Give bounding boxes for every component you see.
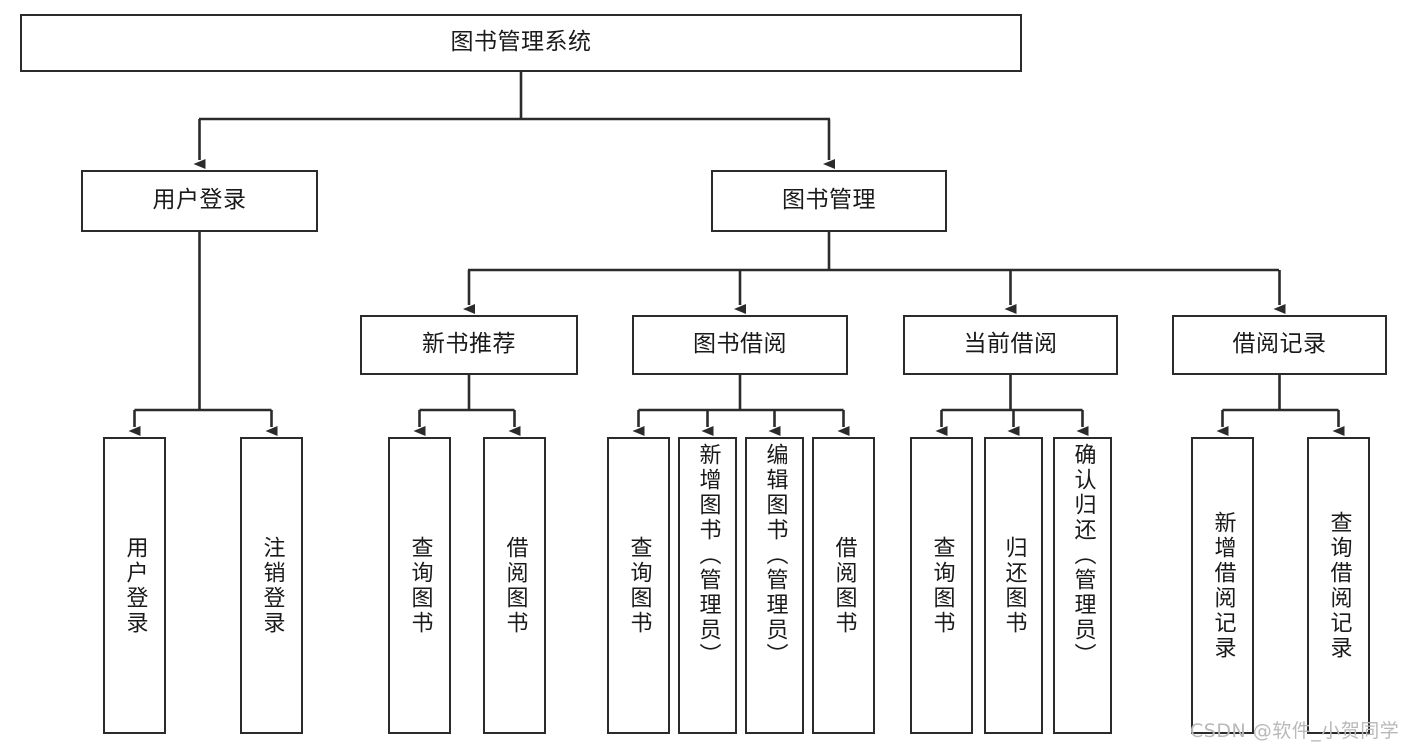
node-leaf-add-borrow-record: 新增借阅记录 <box>1191 437 1254 734</box>
node-label: 查询图书 <box>407 535 433 636</box>
node-leaf-borrow-book-new: 借阅图书 <box>483 437 546 734</box>
node-label: 查询图书 <box>626 535 652 636</box>
node-leaf-borrow-book: 借阅图书 <box>812 437 875 734</box>
node-root: 图书管理系统 <box>20 14 1022 72</box>
node-label: 用户登录 <box>152 187 247 214</box>
node-leaf-query-book-current: 查询图书 <box>910 437 973 734</box>
node-label: 借阅记录 <box>1232 331 1327 358</box>
node-label: 新增借阅记录 <box>1210 510 1236 661</box>
node-leaf-edit-book: 编辑图书（管理员） <box>745 437 804 734</box>
node-book-borrow: 图书借阅 <box>632 315 848 375</box>
node-label: 用户登录 <box>122 535 148 636</box>
node-label: 注销登录 <box>259 535 285 636</box>
node-label: 图书管理 <box>782 187 876 214</box>
node-label: 借阅图书 <box>831 535 857 636</box>
node-book-management: 图书管理 <box>711 170 947 232</box>
node-label: 编辑图书（管理员） <box>762 443 788 668</box>
node-new-book-recommend: 新书推荐 <box>360 315 578 375</box>
node-leaf-return-book: 归还图书 <box>984 437 1043 734</box>
node-label: 归还图书 <box>1001 535 1027 636</box>
node-label: 新书推荐 <box>422 331 516 358</box>
node-label: 确认归还（管理员） <box>1070 443 1096 668</box>
node-label: 当前借阅 <box>963 331 1058 358</box>
node-leaf-confirm-return: 确认归还（管理员） <box>1053 437 1112 734</box>
node-label: 查询图书 <box>929 535 955 636</box>
node-leaf-add-book: 新增图书（管理员） <box>678 437 737 734</box>
node-label: 查询借阅记录 <box>1326 510 1352 661</box>
node-label: 图书管理系统 <box>450 29 592 56</box>
csdn-watermark: CSDN @软件_小贺同学 <box>1190 720 1400 742</box>
node-user-login: 用户登录 <box>81 170 318 232</box>
node-current-borrow: 当前借阅 <box>903 315 1118 375</box>
node-borrow-record: 借阅记录 <box>1172 315 1387 375</box>
node-leaf-query-borrow-record: 查询借阅记录 <box>1307 437 1370 734</box>
node-leaf-user-login: 用户登录 <box>103 437 166 734</box>
node-leaf-logout: 注销登录 <box>240 437 303 734</box>
node-label: 新增图书（管理员） <box>695 443 721 668</box>
node-leaf-query-book-new: 查询图书 <box>388 437 451 734</box>
node-label: 图书借阅 <box>693 331 787 358</box>
node-leaf-query-book-borrow: 查询图书 <box>607 437 670 734</box>
node-label: 借阅图书 <box>502 535 528 636</box>
